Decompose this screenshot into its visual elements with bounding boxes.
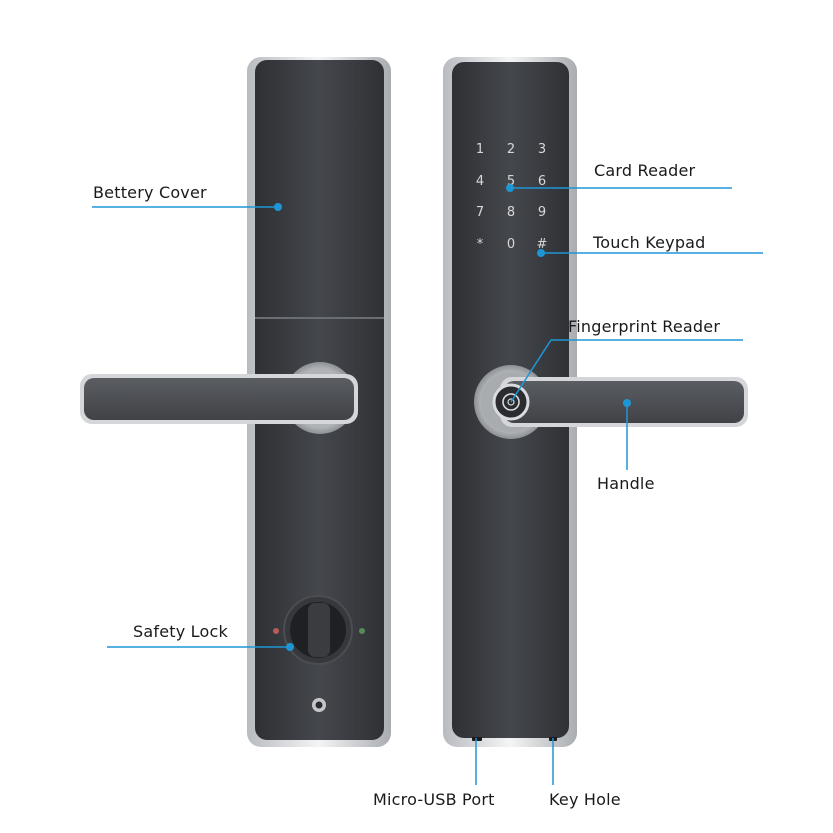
label-fingerprint-reader: Fingerprint Reader: [568, 317, 721, 336]
fingerprint-icon: [502, 393, 520, 411]
label-card-reader: Card Reader: [594, 161, 696, 180]
keypad-key-2: 2: [507, 142, 515, 157]
label-key-hole: Key Hole: [549, 790, 621, 809]
keypad-key-3: 3: [538, 142, 546, 157]
inside-lock-body: [80, 57, 391, 747]
keypad-key-6: 6: [538, 174, 546, 189]
callout-dots: [274, 184, 631, 651]
label-battery-cover: Bettery Cover: [93, 183, 207, 202]
outside-lock-body: 1 2 3 4 5 6 7 8 9 * 0 #: [443, 57, 748, 747]
keypad-key-0: 0: [507, 237, 515, 252]
keypad-key-1: 1: [476, 142, 484, 157]
label-touch-keypad: Touch Keypad: [593, 233, 706, 252]
micro-usb-port: [472, 737, 482, 741]
keypad-key-hash: #: [537, 237, 548, 252]
dot-card-reader: [506, 184, 514, 192]
touch-keypad: 1 2 3 4 5 6 7 8 9 * 0 #: [476, 142, 548, 252]
keypad-key-8: 8: [507, 205, 515, 220]
keypad-key-7: 7: [476, 205, 484, 220]
label-micro-usb-port: Micro-USB Port: [373, 790, 495, 809]
dot-handle: [623, 399, 631, 407]
keypad-key-4: 4: [476, 174, 484, 189]
label-handle: Handle: [597, 474, 655, 493]
dot-safety-lock: [286, 643, 294, 651]
callout-fingerprint-reader: [510, 339, 743, 403]
keypad-key-5: 5: [507, 174, 515, 189]
keypad-key-star: *: [477, 237, 484, 252]
label-safety-lock: Safety Lock: [133, 622, 228, 641]
keypad-key-9: 9: [538, 205, 546, 220]
callouts: [92, 187, 763, 785]
dot-battery-cover: [274, 203, 282, 211]
dot-touch-keypad: [537, 249, 545, 257]
